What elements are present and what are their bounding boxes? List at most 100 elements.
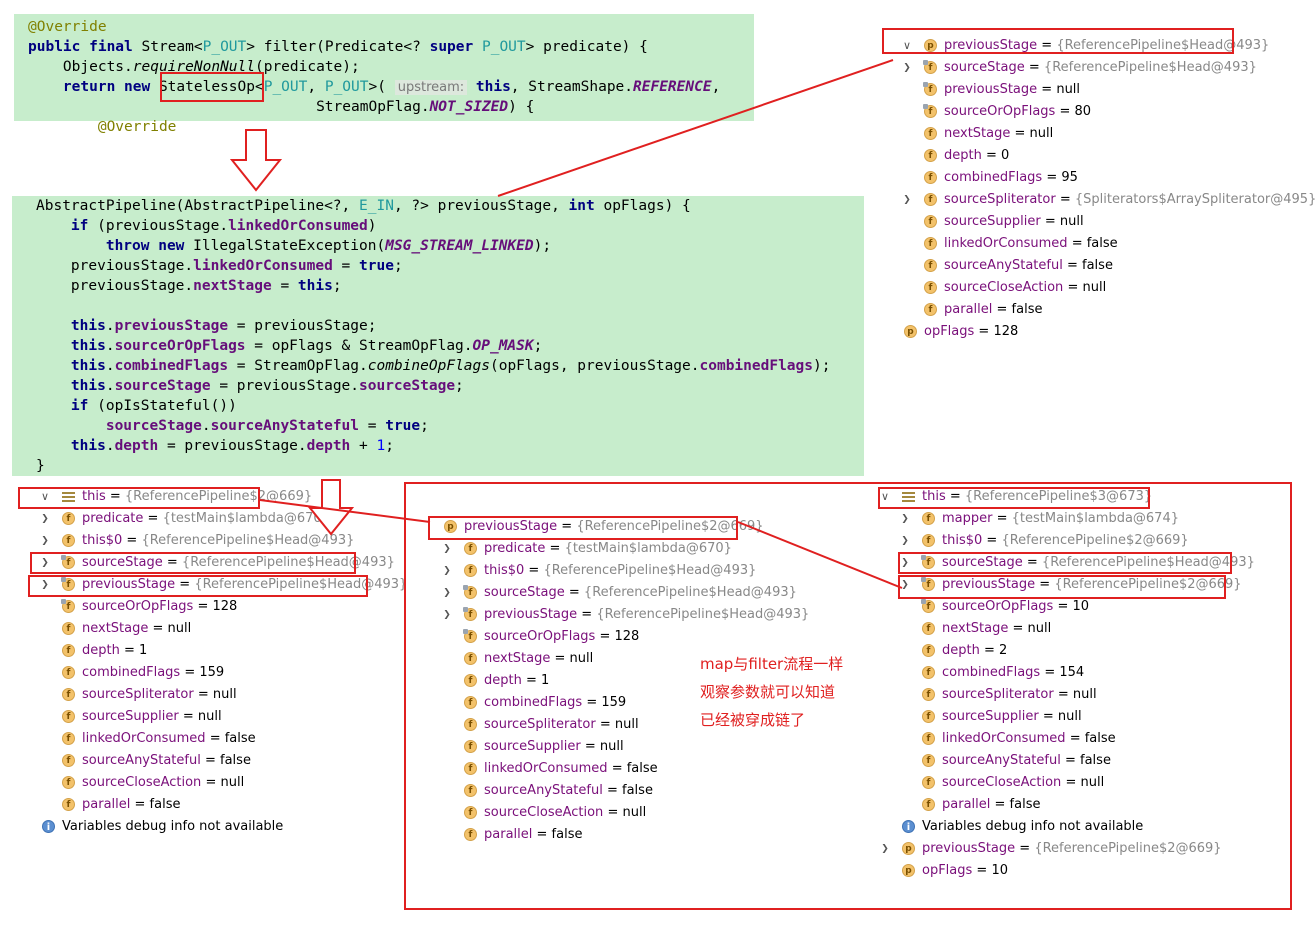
chevron-right-icon[interactable]: ❯ <box>41 558 49 568</box>
code-line: public final Stream<P_OUT> filter(Predic… <box>28 37 754 57</box>
variable-row[interactable]: ∨ p previousStage = {ReferencePipeline$Hea… <box>880 36 1300 56</box>
chevron-right-icon[interactable]: ❯ <box>901 536 909 546</box>
equals-sign: = <box>990 797 1010 812</box>
variable-label: previousStage = {ReferencePipeline$Head@… <box>944 36 1269 56</box>
chevron-right-icon[interactable]: ❯ <box>443 566 451 576</box>
chevron-right-icon[interactable]: ❯ <box>443 588 451 598</box>
chevron-right-icon[interactable]: ❯ <box>901 558 909 568</box>
code-token: combinedFlags <box>699 358 814 374</box>
variable-name: this$0 <box>82 533 123 548</box>
variable-row[interactable]: ∨this = {ReferencePipeline$3@673} <box>878 487 1278 507</box>
chevron-right-icon[interactable]: ❯ <box>41 580 49 590</box>
code-token: P_OUT <box>481 39 526 55</box>
variable-label: sourceSpliterator = {Spliterators$ArrayS… <box>944 190 1316 210</box>
chevron-down-icon[interactable]: ∨ <box>902 39 912 52</box>
chevron-down-icon[interactable]: ∨ <box>880 490 890 503</box>
chevron-right-icon[interactable]: ❯ <box>41 514 49 524</box>
chevron-down-icon[interactable]: ∨ <box>40 490 50 503</box>
chevron-right-icon[interactable]: ❯ <box>901 580 909 590</box>
equals-sign: = <box>1055 104 1075 119</box>
code-token: upstream: <box>394 80 468 95</box>
variable-name: parallel <box>82 797 131 812</box>
variable-value: {ReferencePipeline$3@673} <box>964 489 1153 504</box>
variable-name: sourceAnyStateful <box>484 783 603 798</box>
equals-sign: = <box>119 643 140 658</box>
chevron-right-icon[interactable]: ❯ <box>41 536 49 546</box>
equals-sign: = <box>1065 731 1085 746</box>
chevron-right-icon[interactable]: ❯ <box>443 544 451 554</box>
variable-label: combinedFlags = 159 <box>82 663 224 683</box>
variable-label: combinedFlags = 154 <box>942 663 1084 683</box>
chevron-right-icon[interactable]: ❯ <box>443 610 451 620</box>
parameter-icon: p <box>924 39 937 52</box>
equals-sign: = <box>1015 841 1035 856</box>
chevron-right-icon[interactable]: ❯ <box>903 195 911 205</box>
chevron-right-icon[interactable]: ❯ <box>903 63 911 73</box>
chevron-right-icon[interactable]: ❯ <box>901 514 909 524</box>
code-token: this <box>70 378 106 394</box>
code-line: } <box>36 456 864 476</box>
chevron-right-icon[interactable]: ❯ <box>881 844 889 854</box>
